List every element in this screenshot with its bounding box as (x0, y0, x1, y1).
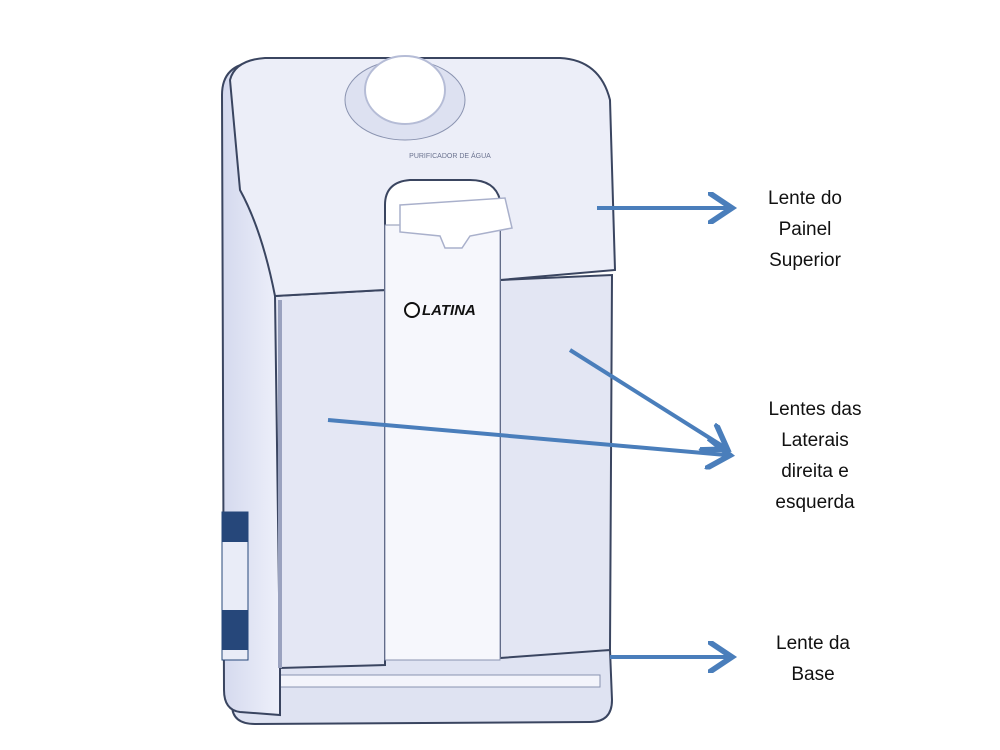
label-side-lenses: Lentes das Laterais direita e esquerda (740, 394, 890, 518)
top-panel-lens: PURIFICADOR DE ÁGUA (228, 55, 617, 298)
label-top-panel: Lente do Painel Superior (730, 183, 880, 276)
latina-logo-icon (404, 302, 420, 318)
label-line: Laterais (781, 430, 849, 451)
label-line: Lente da (776, 633, 850, 654)
label-line: Base (791, 664, 835, 685)
annotation-arrows (327, 208, 728, 657)
brand-logo: LATINA (422, 302, 476, 319)
base-lens (228, 648, 614, 726)
label-line: Lentes das (768, 399, 862, 420)
spout-lever (399, 197, 513, 249)
label-line: esquerda (775, 492, 855, 513)
label-line: Superior (769, 250, 841, 271)
arrow-left-lens (327, 418, 726, 455)
arrow-right-lens (568, 348, 724, 447)
label-line: Lente do (768, 188, 842, 209)
front-column: LATINA (384, 197, 513, 661)
label-line: Painel (778, 219, 832, 240)
label-base: Lente da Base (738, 628, 888, 690)
cap-icon (364, 55, 446, 125)
label-line: direita e (781, 461, 849, 482)
side-lenses (273, 273, 614, 670)
embossed-text: PURIFICADOR DE ÁGUA (409, 151, 491, 160)
